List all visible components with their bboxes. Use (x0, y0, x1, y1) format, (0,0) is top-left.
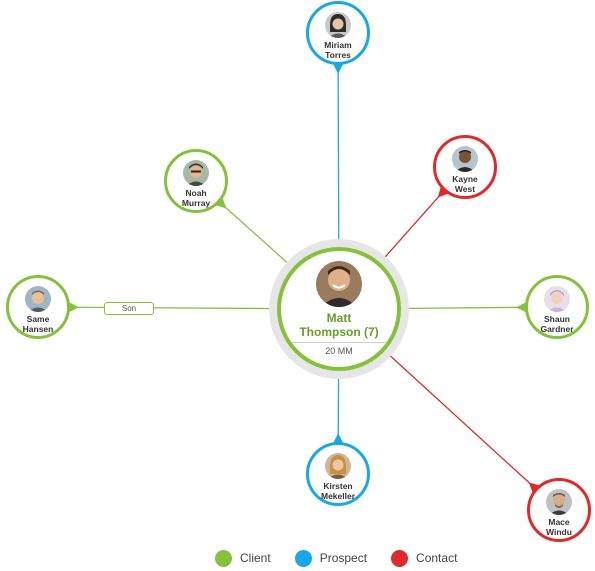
connector-pointer-shaun (516, 302, 527, 313)
node-name: Noah Murray (181, 188, 211, 208)
node-name: Kayne West (452, 174, 478, 194)
connection-line-shaun (396, 306, 526, 310)
legend-label: Contact (416, 551, 458, 565)
legend-item-client: Client (215, 549, 271, 567)
relationship-label: Son (104, 302, 154, 315)
node-name: Miriam Torres (324, 40, 352, 60)
center-node[interactable]: Matt Thompson (7) 20 MM (277, 247, 401, 371)
man-avatar-icon (183, 160, 209, 186)
woman-avatar-icon (325, 453, 351, 479)
prospect-dot-icon (294, 549, 312, 567)
connector-pointer-kayne (437, 186, 449, 198)
node-shaun-gardner[interactable]: Shaun Gardner (525, 275, 589, 339)
legend-item-contact: Contact (391, 549, 458, 567)
node-noah-murray[interactable]: Noah Murray (164, 149, 228, 213)
man-avatar-icon (316, 261, 362, 307)
node-name: Shaun Gardner (540, 314, 574, 334)
center-name: Matt Thompson (7) (299, 311, 379, 339)
woman-avatar-icon (325, 12, 351, 38)
legend-item-prospect: Prospect (294, 549, 368, 567)
node-mace-windu[interactable]: Mace Windu (527, 478, 591, 542)
node-kirsten-mekeller[interactable]: Kirsten Mekeller (306, 442, 370, 506)
connector-pointer-same (68, 302, 79, 313)
child-avatar-icon (544, 286, 570, 312)
man-avatar-icon (546, 489, 572, 515)
connector-pointer-mace (528, 482, 540, 493)
connector-pointer-noah (215, 197, 227, 209)
node-same-hansen[interactable]: Same Hansen (6, 275, 70, 339)
node-name: Mace Windu (546, 517, 572, 537)
contact-dot-icon (391, 549, 409, 567)
connection-line-kayne (377, 190, 445, 267)
connection-line-miriam (337, 64, 340, 252)
node-name: Same Hansen (22, 314, 54, 334)
connector-pointer-miriam (333, 63, 344, 74)
connection-line-same (69, 306, 282, 310)
man-avatar-icon (452, 146, 478, 172)
legend-label: Prospect (319, 551, 368, 565)
legend: Client Prospect Contact (215, 549, 481, 567)
center-divider (292, 342, 386, 343)
node-kayne-west[interactable]: Kayne West (433, 135, 497, 199)
client-dot-icon (215, 549, 232, 567)
node-name: Kirsten Mekeller (320, 481, 356, 501)
connection-line-noah (219, 201, 297, 271)
legend-label: Client (240, 551, 271, 565)
man-avatar-icon (25, 286, 51, 312)
node-miriam-torres[interactable]: Miriam Torres (306, 1, 370, 65)
center-value: 20 MM (325, 346, 353, 356)
connector-pointer-kirsten (333, 433, 344, 444)
connection-line-mace (381, 347, 536, 489)
